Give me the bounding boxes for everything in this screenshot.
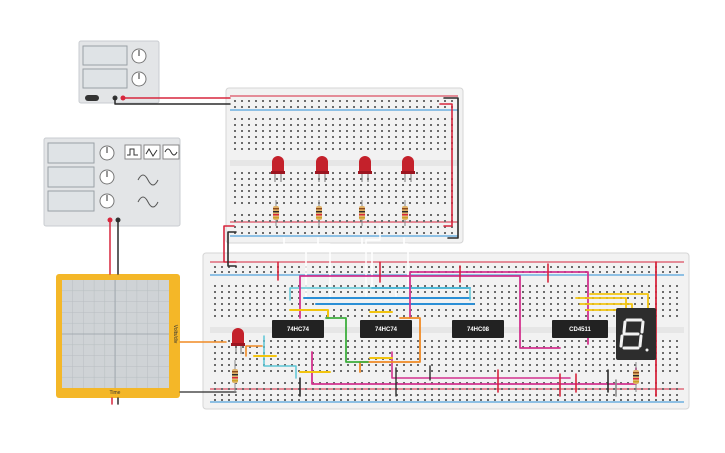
resistor-6[interactable] xyxy=(633,362,639,392)
oscilloscope[interactable]: Volts/div Time xyxy=(56,274,180,398)
digit-eight-icon xyxy=(619,318,645,350)
triangle-wave-icon[interactable] xyxy=(143,144,161,160)
wire-black xyxy=(114,97,231,105)
offset-icon xyxy=(137,196,159,208)
led-top-2[interactable] xyxy=(315,156,329,182)
led-bottom[interactable] xyxy=(231,328,245,354)
chip-1[interactable]: 74HC74 xyxy=(272,320,324,338)
chip-2[interactable]: 74HC74 xyxy=(360,320,412,338)
led-array-top[interactable] xyxy=(271,156,415,182)
resistor-1[interactable] xyxy=(273,200,279,226)
led-top-3[interactable] xyxy=(358,156,372,182)
power-switch[interactable] xyxy=(85,95,99,101)
square-wave-icon[interactable] xyxy=(124,144,142,160)
led-top-4[interactable] xyxy=(401,156,415,182)
dc-power-supply[interactable] xyxy=(78,40,160,104)
chip-2-label: 74HC74 xyxy=(375,327,398,333)
resistor-3[interactable] xyxy=(359,200,365,226)
volts-div-label: Volts/div xyxy=(172,325,178,344)
chip-3[interactable]: 74HC08 xyxy=(452,320,504,338)
chip-1-label: 74HC74 xyxy=(287,327,310,333)
chip-3-label: 74HC08 xyxy=(467,327,490,333)
breadboard-top[interactable] xyxy=(225,87,464,244)
resistor-2[interactable] xyxy=(316,200,322,226)
resistor-4[interactable] xyxy=(402,200,408,226)
led-top-1[interactable] xyxy=(271,156,285,182)
chip-4[interactable]: CD4511 xyxy=(552,320,608,338)
resistor-5[interactable] xyxy=(232,360,238,392)
amplitude-icon xyxy=(137,174,159,186)
seven-segment-display[interactable] xyxy=(616,308,656,360)
time-label: Time xyxy=(110,390,121,396)
function-generator[interactable] xyxy=(43,137,181,227)
resistors[interactable] xyxy=(232,200,639,392)
chip-4-label: CD4511 xyxy=(569,327,591,333)
